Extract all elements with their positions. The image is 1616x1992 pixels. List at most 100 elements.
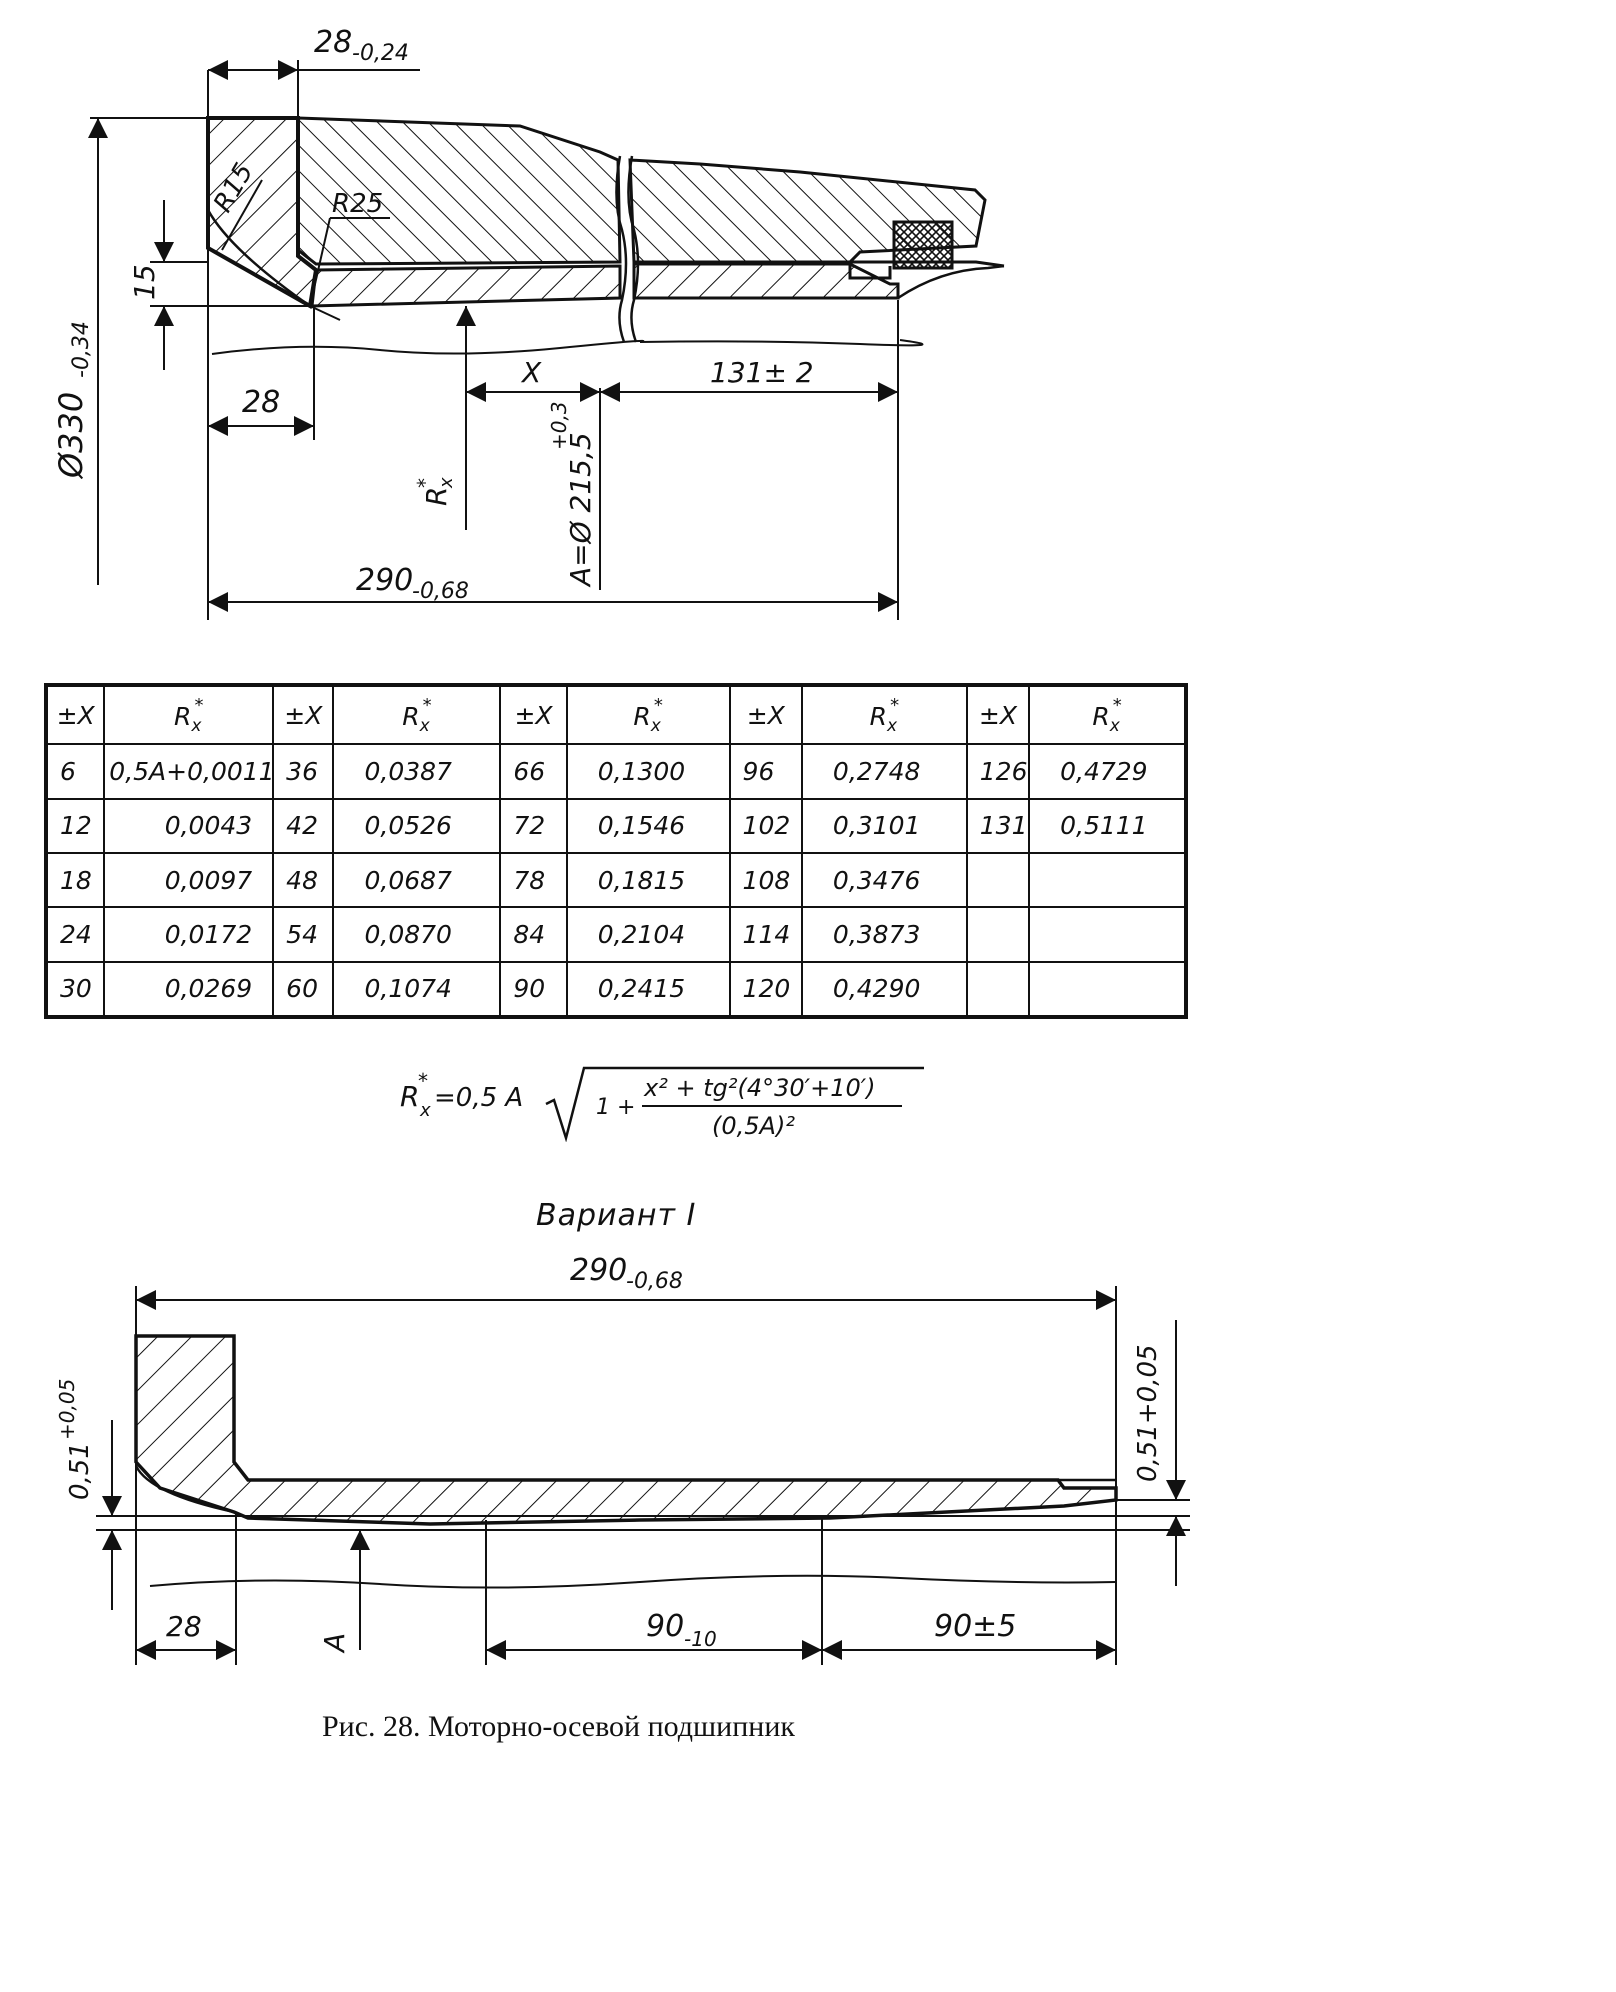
dim-a-diam-tol: +0,3 [547,401,571,450]
cell-x [965,960,1031,1019]
cell-x: 66 [499,743,568,800]
header-x: ±X [272,683,335,746]
cell-x: 72 [499,797,568,854]
dim-a: A [318,1633,351,1654]
dim-28-top: 28 [314,25,352,60]
table-header-row: ±X Rx* ±X Rx* ±X Rx* ±X Rx* ±X Rx* [44,683,1187,746]
top-bearing-drawing: 28 -0,24 R15 R25 15 28 X 131± 2 Ø330 -0,… [52,25,1005,620]
dim-a-diam: A=Ø 215,5 [564,432,597,588]
table-row: 24 0,0172 54 0,0870 84 0,2104 114 0,3873 [44,906,1187,963]
table-row: 6 0,5A+0,0011 36 0,0387 66 0,1300 96 0,2… [44,743,1187,800]
cell-x: 108 [728,851,803,909]
rx-values-table: ±X Rx* ±X Rx* ±X Rx* ±X Rx* ±X Rx* 6 0,5… [44,683,1188,1019]
cell-x: 90 [499,960,568,1019]
dim-left-gap-tol: +0,05 [55,1379,79,1440]
table-row: 30 0,0269 60 0,1074 90 0,2415 120 0,4290 [44,960,1187,1019]
dim-28-low: 28 [242,385,280,420]
header-x: ±X [44,683,106,746]
header-rx: Rx* [1028,683,1187,746]
cell-rx: 0,4729 [1028,743,1187,800]
dim-right-gap: 0,51+0,05 [1133,1344,1163,1482]
dim-290-tol: -0,68 [412,579,469,604]
cell-x: 12 [44,797,106,854]
cell-rx: 0,0097 [103,851,275,909]
cell-x: 6 [44,743,106,800]
dim-15: 15 [128,264,161,300]
cell-rx: 0,0172 [103,906,275,963]
cell-x: 120 [728,960,803,1019]
header-x: ±X [965,683,1031,746]
seal-packing [892,220,954,270]
dim-rx: R [420,487,453,506]
cell-rx: 0,1074 [332,960,502,1019]
cell-rx: 0,5A+0,0011 [103,743,275,800]
svg-text:x: x [419,1100,431,1121]
cell-x: 84 [499,906,568,963]
cell-rx: 0,1546 [565,797,731,854]
cell-rx: 0,1300 [565,743,731,800]
cell-x: 42 [272,797,335,854]
cell-rx: 0,3873 [800,906,968,963]
dim-131: 131± 2 [710,356,814,389]
cell-rx: 0,2104 [565,906,731,963]
svg-text:*: * [413,478,437,488]
formula-one-plus: 1 + [596,1095,635,1120]
cell-x: 48 [272,851,335,909]
cell-rx: 0,4290 [800,960,968,1019]
cell-rx: 0,1815 [565,851,731,909]
cell-rx: 0,0526 [332,797,502,854]
table-row: 12 0,0043 42 0,0526 72 0,1546 102 0,3101… [44,797,1187,854]
header-rx: Rx* [565,683,731,746]
cell-x: 54 [272,906,335,963]
cell-x [965,851,1031,909]
cell-rx: 0,2748 [800,743,968,800]
dim-290-b-tol: -0,68 [626,1269,683,1294]
dim-90a: 90 [646,1609,684,1644]
table-row: 18 0,0097 48 0,0687 78 0,1815 108 0,3476 [44,851,1187,909]
dim-290-b: 290 [570,1253,627,1288]
header-rx: Rx* [332,683,502,746]
cell-x: 126 [965,743,1031,800]
dim-290: 290 [356,563,413,598]
variant-title: Вариант I [536,1198,697,1233]
cell-x: 30 [44,960,106,1019]
variant-1-drawing: 290 -0,68 0,51 +0,05 0,51+0,05 28 A 90 -… [55,1253,1190,1665]
cell-rx: 0,0043 [103,797,275,854]
cell-x: 114 [728,906,803,963]
housing-section-left [296,116,622,266]
dim-28-b: 28 [166,1610,202,1643]
formula-denominator: (0,5A)² [712,1112,795,1140]
dim-diam330-tol: -0,34 [69,321,94,378]
header-x: ±X [499,683,568,746]
dim-left-gap: 0,51 [65,1442,95,1500]
cell-x: 96 [728,743,803,800]
rx-formula: R x * =0,5 A 1 + x² + tg²(4°30′+10′) (0,… [390,1062,930,1142]
liner-section-variant [134,1334,1118,1526]
cell-rx: 0,0387 [332,743,502,800]
figure-caption: Рис. 28. Моторно-осевой подшипник [322,1710,795,1743]
cell-rx: 0,0870 [332,906,502,963]
cell-x: 18 [44,851,106,909]
cell-rx: 0,3101 [800,797,968,854]
cell-x: 36 [272,743,335,800]
dim-diam330: Ø330 [52,392,90,480]
header-rx: Rx* [103,683,275,746]
svg-text:*: * [418,1069,428,1093]
cell-x: 24 [44,906,106,963]
cell-rx: 0,3476 [800,851,968,909]
dim-x: X [520,356,542,389]
dim-90a-tol: -10 [684,1627,717,1651]
cell-rx [1028,906,1187,963]
cell-x: 60 [272,960,335,1019]
cell-rx: 0,0269 [103,960,275,1019]
cell-rx: 0,0687 [332,851,502,909]
dim-28-top-tol: -0,24 [352,41,409,66]
dim-r25: R25 [332,189,383,219]
cell-rx [1028,960,1187,1019]
cell-rx [1028,851,1187,909]
cell-x: 131 [965,797,1031,854]
header-x: ±X [728,683,803,746]
formula-numerator: x² + tg²(4°30′+10′) [643,1074,876,1102]
dim-90b: 90±5 [934,1609,1016,1644]
cell-rx: 0,2415 [565,960,731,1019]
